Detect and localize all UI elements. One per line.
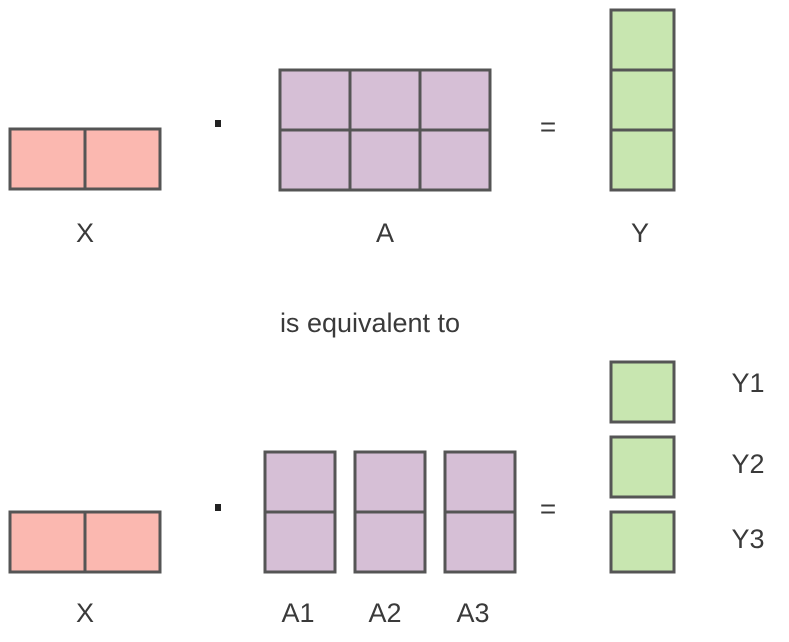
top-a-cell-2-2 [348,128,422,192]
bottom-a3-cell-2 [443,510,517,574]
bottom-equals-sign: = [540,493,556,524]
top-equation: X A = Y [8,8,676,248]
bottom-a2-cell-1 [353,450,427,514]
bottom-equation: X A1 A2 A3 = Y1 Y2 Y3 [8,360,765,628]
bottom-y3-label: Y3 [731,524,764,554]
top-a-label: A [376,218,394,248]
top-y-label: Y [631,218,649,248]
bottom-a3-matrix [443,450,517,574]
bottom-a3-label: A3 [456,598,489,628]
top-x-cell-1 [8,127,87,191]
top-x-matrix [8,127,162,191]
top-a-cell-2-3 [418,128,492,192]
top-a-matrix [278,68,492,192]
bottom-x-label: X [76,598,94,628]
top-x-cell-2 [83,127,162,191]
bottom-a2-label: A2 [368,598,401,628]
bottom-y1-label: Y1 [731,368,764,398]
top-a-cell-1-3 [418,68,492,132]
bottom-y3-cell [609,510,676,574]
top-y-matrix [609,8,676,192]
top-y-cell-2 [609,68,676,132]
bottom-a2-cell-2 [353,510,427,574]
bottom-a3-cell-1 [443,450,517,514]
bottom-dot-operator [215,504,221,511]
bottom-y2-label: Y2 [731,449,764,479]
top-y-cell-1 [609,8,676,72]
top-dot-operator [215,120,221,127]
bottom-a1-matrix [263,450,337,574]
bottom-x-matrix [8,510,162,574]
bottom-x-cell-1 [8,510,87,574]
top-y-cell-3 [609,128,676,192]
top-a-cell-1-1 [278,68,352,132]
bottom-x-cell-2 [83,510,162,574]
top-a-cell-1-2 [348,68,422,132]
bottom-y2-cell [609,435,676,499]
top-equals-sign: = [540,111,556,142]
bottom-a2-matrix [353,450,427,574]
top-a-cell-2-1 [278,128,352,192]
bottom-a1-cell-1 [263,450,337,514]
equivalence-caption: is equivalent to [280,308,460,338]
bottom-a1-cell-2 [263,510,337,574]
top-x-label: X [76,218,94,248]
bottom-y1-cell [609,360,676,424]
bottom-a1-label: A1 [281,598,314,628]
